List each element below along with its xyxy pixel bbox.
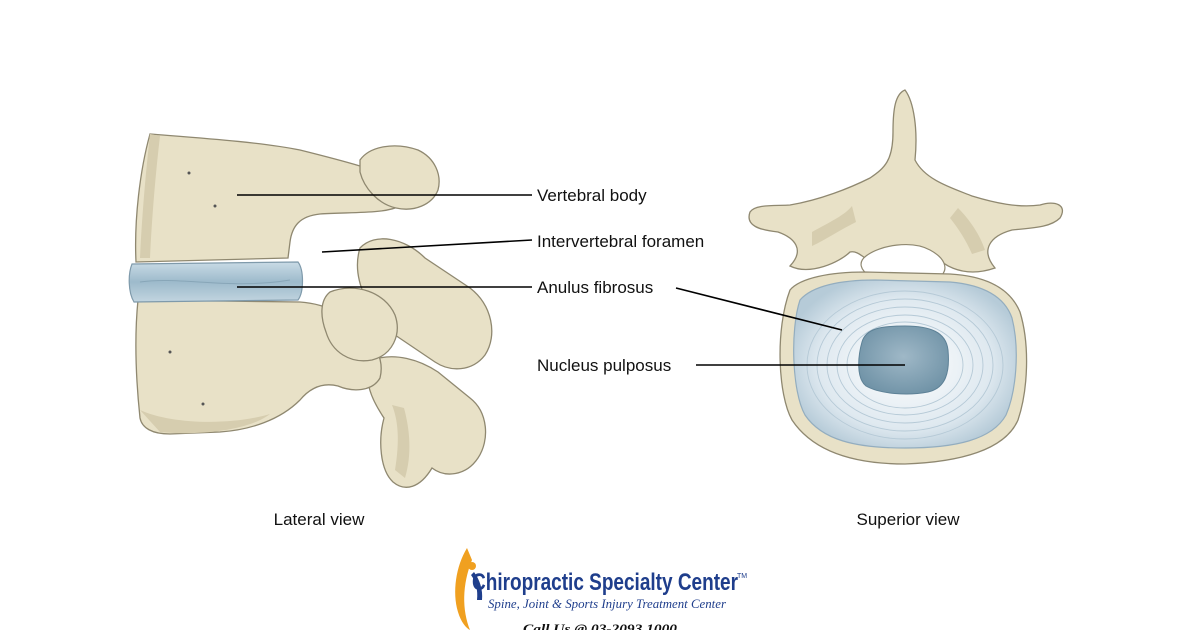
label-vertebral-body: Vertebral body [537,186,647,205]
leader-intervertebral-foramen [321,239,533,253]
lateral-view-illustration [128,133,493,488]
superior-view-illustration [748,89,1064,465]
label-anulus-fibrosus: Anulus fibrosus [537,278,653,297]
caption-lateral-view: Lateral view [274,510,365,529]
leader-anulus-fibrosus-superior [675,287,843,331]
logo-trademark: TM [737,573,747,580]
logo-phone: Call Us @ 03-2093 1000 [523,621,678,630]
logo-head-icon [468,562,476,570]
logo-name: Chiropractic Specialty Center [472,569,738,596]
label-nucleus-pulposus: Nucleus pulposus [537,356,671,375]
logo-swoosh-icon [455,548,472,630]
label-intervertebral-foramen: Intervertebral foramen [537,232,704,251]
caption-superior-view: Superior view [857,510,961,529]
logo-tagline: Spine, Joint & Sports Injury Treatment C… [488,596,727,611]
clinic-logo: Chiropractic Specialty Center TM Spine, … [455,548,747,630]
